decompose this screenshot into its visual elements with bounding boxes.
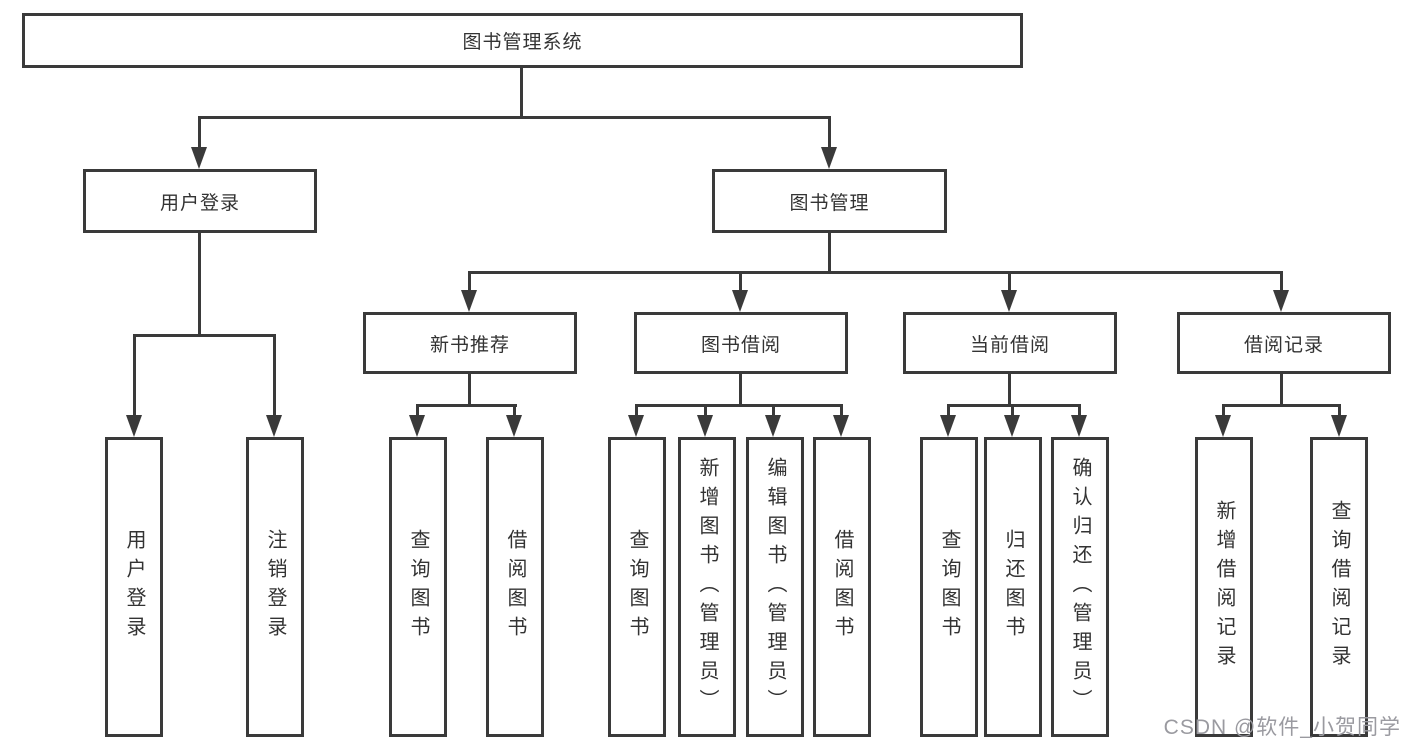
arrowhead-icon (191, 147, 207, 169)
leaf-recommend-query-book: 查询图书 (389, 437, 447, 737)
connector-line (1078, 404, 1081, 419)
connector-line (133, 334, 276, 337)
connector-line (468, 271, 1283, 274)
arrowhead-icon (266, 415, 282, 437)
connector-line (198, 116, 201, 150)
leaf-borrow-borrow-book: 借阅图书 (813, 437, 871, 737)
node-book-management-label: 图书管理 (789, 192, 870, 214)
arrowhead-icon (821, 147, 837, 169)
connector-line (273, 334, 276, 418)
connector-line (1222, 404, 1225, 419)
node-user-login: 用户登录 (83, 169, 317, 233)
arrowhead-icon (833, 415, 849, 437)
connector-line (1280, 374, 1283, 406)
leaf-borrow-query-book: 查询图书 (608, 437, 666, 737)
leaf-recommend-borrow-book: 借阅图书 (486, 437, 544, 737)
connector-line (1011, 404, 1014, 419)
leaf-record-add-record: 新增借阅记录 (1195, 437, 1253, 737)
connector-line (198, 233, 201, 336)
arrowhead-icon (940, 415, 956, 437)
arrowhead-icon (1071, 415, 1087, 437)
arrowhead-icon (697, 415, 713, 437)
connector-line (1008, 374, 1011, 406)
arrowhead-icon (506, 415, 522, 437)
connector-line (635, 404, 843, 407)
node-current-borrow: 当前借阅 (903, 312, 1117, 374)
connector-line (828, 116, 831, 150)
connector-line (739, 374, 742, 406)
arrowhead-icon (1001, 290, 1017, 312)
leaf-current-return-book: 归还图书 (984, 437, 1042, 737)
connector-line (133, 334, 136, 418)
arrowhead-icon (732, 290, 748, 312)
connector-line (947, 404, 950, 419)
arrowhead-icon (1331, 415, 1347, 437)
node-book-borrow: 图书借阅 (634, 312, 848, 374)
arrowhead-icon (1004, 415, 1020, 437)
node-borrow-record-label: 借阅记录 (1243, 334, 1324, 356)
connector-line (1008, 271, 1011, 293)
node-book-borrow-label: 图书借阅 (700, 334, 781, 356)
node-book-management: 图书管理 (712, 169, 947, 233)
connector-line (520, 68, 523, 118)
node-user-login-label: 用户登录 (159, 192, 240, 214)
connector-line (772, 404, 775, 419)
leaf-current-confirm-return-admin: 确认归还（管理员） (1051, 437, 1109, 737)
connector-line (1222, 404, 1341, 407)
connector-line (1280, 271, 1283, 293)
node-new-book-recommend: 新书推荐 (363, 312, 577, 374)
csdn-watermark: CSDN @软件_小贺同学 (1163, 716, 1401, 739)
leaf-logout: 注销登录 (246, 437, 304, 737)
connector-line (416, 404, 419, 419)
arrowhead-icon (1215, 415, 1231, 437)
node-current-borrow-label: 当前借阅 (969, 334, 1050, 356)
arrowhead-icon (765, 415, 781, 437)
node-borrow-record: 借阅记录 (1177, 312, 1391, 374)
connector-line (416, 404, 517, 407)
connector-line (635, 404, 638, 419)
node-root: 图书管理系统 (22, 13, 1023, 68)
leaf-borrow-edit-book-admin: 编辑图书（管理员） (746, 437, 804, 737)
connector-line (198, 116, 831, 119)
connector-line (468, 374, 471, 406)
leaf-borrow-add-book-admin: 新增图书（管理员） (678, 437, 736, 737)
arrowhead-icon (628, 415, 644, 437)
arrowhead-icon (126, 415, 142, 437)
connector-line (1338, 404, 1341, 419)
connector-line (704, 404, 707, 419)
connector-line (739, 271, 742, 293)
leaf-current-query-book: 查询图书 (920, 437, 978, 737)
leaf-user-login: 用户登录 (105, 437, 163, 737)
connector-line (513, 404, 516, 419)
node-root-label: 图书管理系统 (462, 32, 583, 53)
connector-line (947, 404, 1081, 407)
leaf-record-query-record: 查询借阅记录 (1310, 437, 1368, 737)
arrowhead-icon (461, 290, 477, 312)
arrowhead-icon (409, 415, 425, 437)
arrowhead-icon (1273, 290, 1289, 312)
connector-line (840, 404, 843, 419)
connector-line (468, 271, 471, 293)
node-new-book-recommend-label: 新书推荐 (429, 334, 510, 356)
connector-line (828, 233, 831, 274)
